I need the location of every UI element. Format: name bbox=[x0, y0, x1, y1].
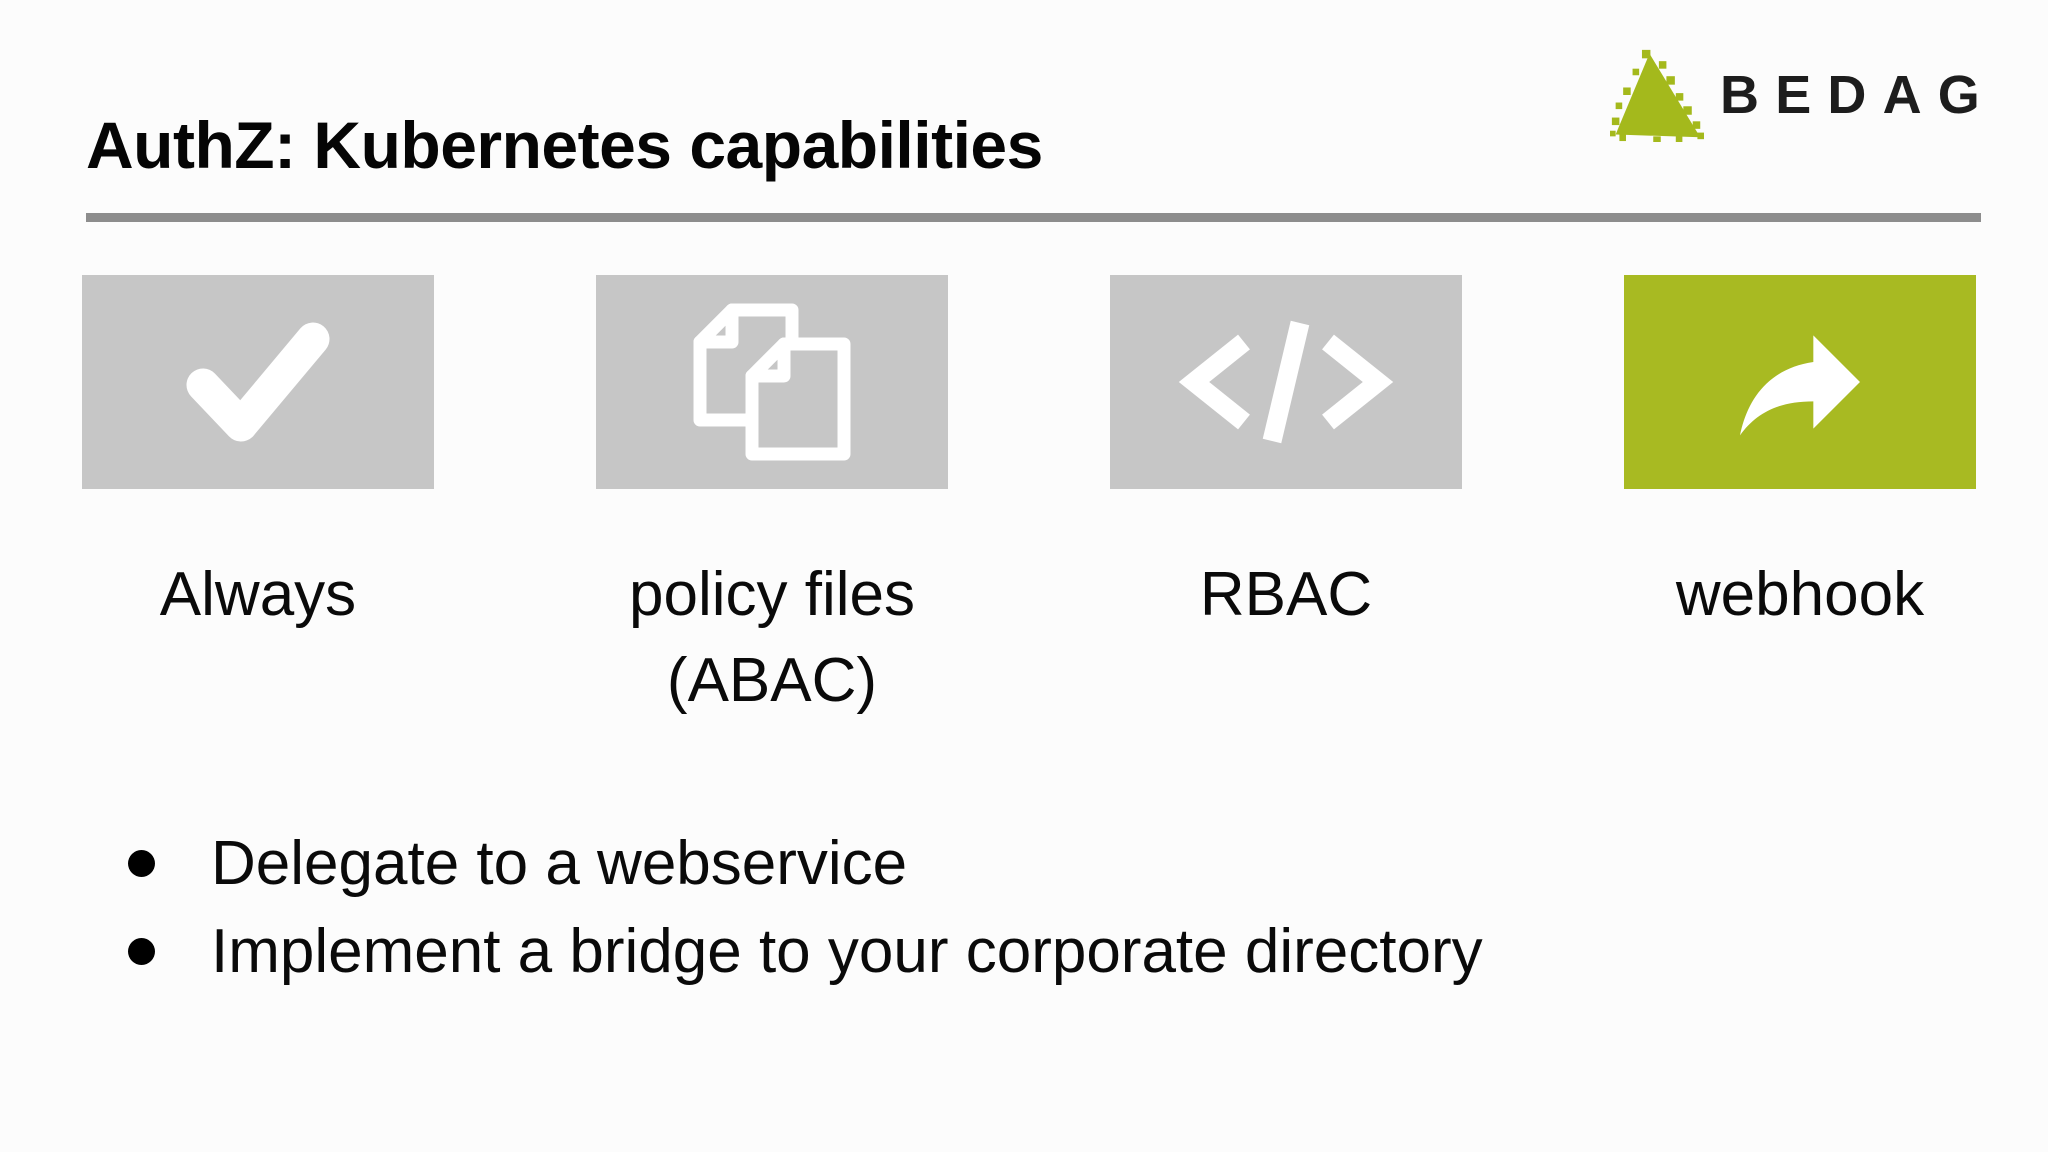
bedag-logo-text: BEDAG bbox=[1720, 65, 1997, 125]
list-item: Delegate to a webservice bbox=[128, 820, 1483, 908]
bullet-dot-icon bbox=[128, 938, 155, 965]
page-title: AuthZ: Kubernetes capabilities bbox=[86, 108, 1043, 182]
tile-policy-files bbox=[596, 275, 948, 489]
list-item: Implement a bridge to your corporate dir… bbox=[128, 908, 1483, 996]
tile-labels: Always policy files (ABAC) RBAC webhook bbox=[82, 552, 1976, 723]
bullet-list: Delegate to a webservice Implement a bri… bbox=[128, 820, 1483, 996]
bullet-dot-icon bbox=[128, 850, 155, 877]
bullet-text: Implement a bridge to your corporate dir… bbox=[211, 917, 1483, 986]
tile-webhook bbox=[1624, 275, 1976, 489]
bullet-text: Delegate to a webservice bbox=[211, 829, 908, 898]
tile-label-rbac: RBAC bbox=[1199, 560, 1373, 629]
capability-tiles bbox=[82, 275, 1976, 489]
tile-rbac bbox=[1110, 275, 1462, 489]
tile-label-policy-files: policy files (ABAC) bbox=[629, 560, 915, 715]
bedag-logo: BEDAG bbox=[1610, 48, 1996, 142]
title-divider bbox=[86, 213, 1981, 222]
forward-arrow-icon bbox=[1740, 335, 1860, 436]
code-icon bbox=[1178, 320, 1394, 444]
tile-label-webhook: webhook bbox=[1675, 560, 1925, 629]
copy-files-icon bbox=[693, 303, 851, 461]
check-icon bbox=[186, 322, 330, 442]
tile-always bbox=[82, 275, 434, 489]
tile-label-always: Always bbox=[159, 560, 357, 629]
bedag-triangle-icon bbox=[1610, 49, 1704, 142]
